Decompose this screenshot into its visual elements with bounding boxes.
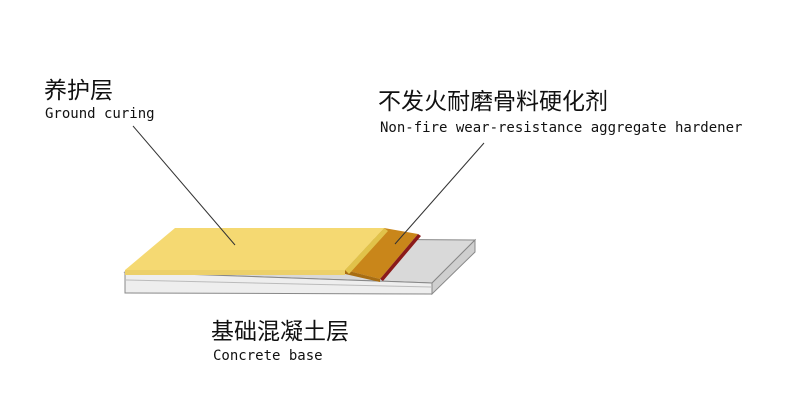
concrete-base-right bbox=[431, 238, 476, 296]
curing-layer bbox=[125, 228, 388, 275]
curing-front bbox=[125, 270, 345, 275]
curing-leader-line bbox=[132, 125, 236, 246]
base-label-cn: 基础混凝土层 bbox=[211, 319, 349, 345]
curing-label-cn: 养护层 bbox=[44, 78, 113, 104]
hardener-label-en: Non-fire wear-resistance aggregate harde… bbox=[380, 120, 743, 136]
base-label-en: Concrete base bbox=[213, 348, 323, 364]
hardener-leader-line bbox=[394, 142, 485, 245]
hardener-front bbox=[345, 270, 380, 282]
curing-side-strip bbox=[345, 228, 388, 274]
hardener-red-edge bbox=[380, 234, 421, 281]
curing-label-en: Ground curing bbox=[45, 106, 155, 122]
concrete-base-stripe bbox=[125, 279, 432, 288]
hardener-label-cn: 不发火耐磨骨料硬化剂 bbox=[378, 89, 608, 115]
curing-top bbox=[125, 228, 384, 270]
hardener-top bbox=[345, 228, 418, 279]
hardener-layer bbox=[345, 228, 421, 282]
